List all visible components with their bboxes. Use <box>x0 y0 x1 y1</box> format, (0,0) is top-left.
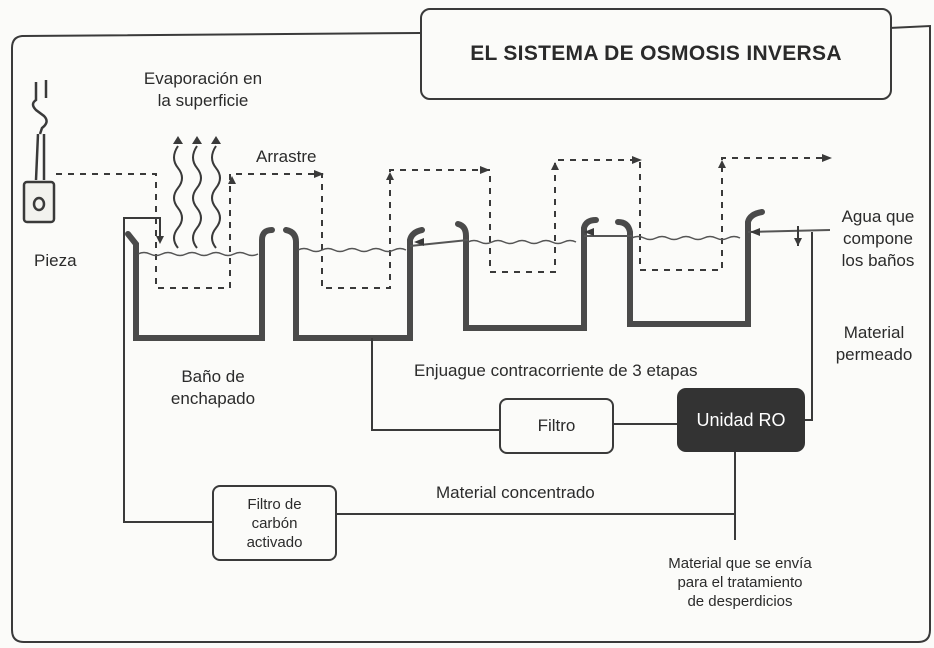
rinse-tank-3 <box>615 209 765 327</box>
carbon-filter-box: Filtro de carbón activado <box>212 485 337 561</box>
label-makeup-water: Agua que compone los baños <box>841 207 915 270</box>
pipe-ro-permeate <box>805 232 813 421</box>
label-permeate: Material permeado <box>835 323 913 364</box>
outer-frame <box>11 24 931 643</box>
label-evaporation: Evaporación en la superficie <box>143 69 263 110</box>
label-plating-bath: Baño de enchapado <box>170 367 256 408</box>
dragout-path <box>56 157 828 289</box>
water-surfaces <box>137 229 831 257</box>
label-dragout: Arrastre <box>256 147 317 166</box>
pipe-carbon-to-bath <box>123 217 212 523</box>
plating-tank <box>125 227 275 341</box>
tanks <box>125 209 765 341</box>
label-rinse: Enjuague contracorriente de 3 etapas <box>414 361 698 380</box>
rinse-tank-1 <box>283 227 425 341</box>
flow-arrowheads <box>414 228 760 246</box>
filter-box: Filtro <box>499 398 614 454</box>
label-concentrate: Material concentrado <box>436 483 595 502</box>
diagram-title: EL SISTEMA DE OSMOSIS INVERSA <box>420 8 892 100</box>
part-icon <box>22 80 56 224</box>
label-waste: Material que se envía para el tratamient… <box>668 555 812 610</box>
pipes <box>123 217 813 540</box>
rinse-tank-2 <box>455 217 599 331</box>
pipe-rinse-to-filter <box>371 338 499 431</box>
dragout-arrowheads <box>228 154 832 184</box>
evaporation-arrows <box>173 136 221 249</box>
label-part: Pieza <box>34 251 77 270</box>
ro-unit-box: Unidad RO <box>677 388 805 452</box>
